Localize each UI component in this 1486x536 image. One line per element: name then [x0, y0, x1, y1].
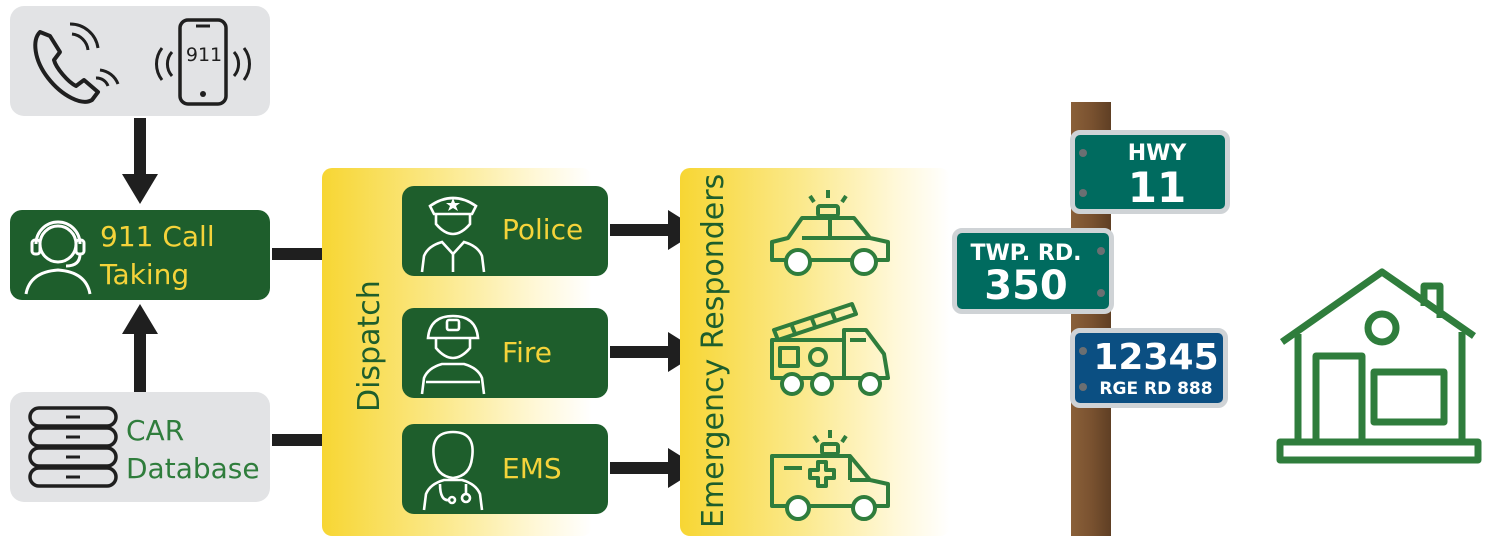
highway-sign-line2: 11 [1127, 163, 1187, 212]
address-sign: 12345 RGE RD 888 [1070, 328, 1228, 408]
call-taking-label-2: Taking [100, 258, 190, 291]
fire-truck-icon [770, 302, 890, 396]
address-sign-line2: RGE RD 888 [1099, 379, 1213, 399]
headset-operator-icon [24, 220, 92, 295]
township-road-sign: TWP. RD. 350 [952, 228, 1114, 314]
rivet [1079, 149, 1087, 157]
responders-label: Emergency Responders [696, 173, 731, 528]
database-label-1: CAR [126, 414, 185, 447]
rivet [1079, 347, 1087, 355]
call-taking-box [10, 210, 270, 300]
call-taking-label-1: 911 Call [100, 220, 215, 253]
firefighter-icon [420, 314, 486, 395]
dispatch-label: Dispatch [352, 280, 387, 412]
township-road-sign-line2: 350 [984, 263, 1068, 309]
phone-screen-text: 911 [185, 44, 223, 66]
ems-label: EMS [502, 452, 562, 485]
ambulance-icon [770, 430, 890, 521]
police-label: Police [502, 213, 584, 246]
database-label-2: Database [126, 452, 260, 485]
rivet [1097, 247, 1105, 255]
address-sign-line1: 12345 [1093, 337, 1219, 378]
highway-sign: HWY 11 [1070, 130, 1230, 214]
arrow-up-icon [122, 304, 158, 392]
mobile-phone-icon [155, 18, 251, 106]
database-server-icon [28, 406, 118, 488]
rivet [1079, 383, 1087, 391]
fire-label: Fire [502, 336, 552, 369]
house-icon [1276, 268, 1482, 464]
highway-sign-line1: HWY [1127, 141, 1187, 166]
landline-phone-icon [33, 22, 120, 104]
township-road-sign-line1: TWP. RD. [970, 241, 1082, 266]
police-officer-icon [420, 196, 486, 273]
arrow-down-icon [122, 118, 158, 204]
rivet [1097, 289, 1105, 297]
police-car-icon [770, 190, 890, 276]
paramedic-icon [422, 430, 484, 511]
responders-band [680, 168, 950, 536]
rivet [1079, 189, 1087, 197]
